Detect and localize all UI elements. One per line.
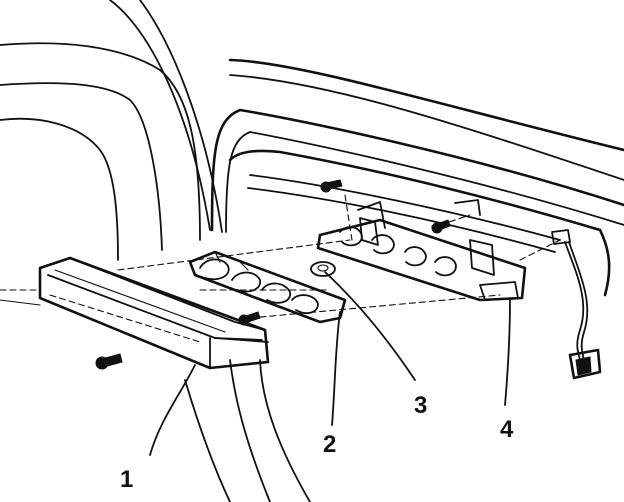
callout-4-label: 4 <box>500 416 514 443</box>
wiring-harness <box>551 229 602 380</box>
lamp-housing <box>38 256 270 370</box>
callout-1-label: 1 <box>120 466 133 493</box>
mounting-bracket <box>316 199 527 302</box>
callout-2-label: 2 <box>323 431 336 458</box>
callout-3-label: 3 <box>414 392 427 419</box>
leader-lines <box>149 271 511 456</box>
screws <box>95 179 451 370</box>
socket-grommet <box>310 261 336 277</box>
